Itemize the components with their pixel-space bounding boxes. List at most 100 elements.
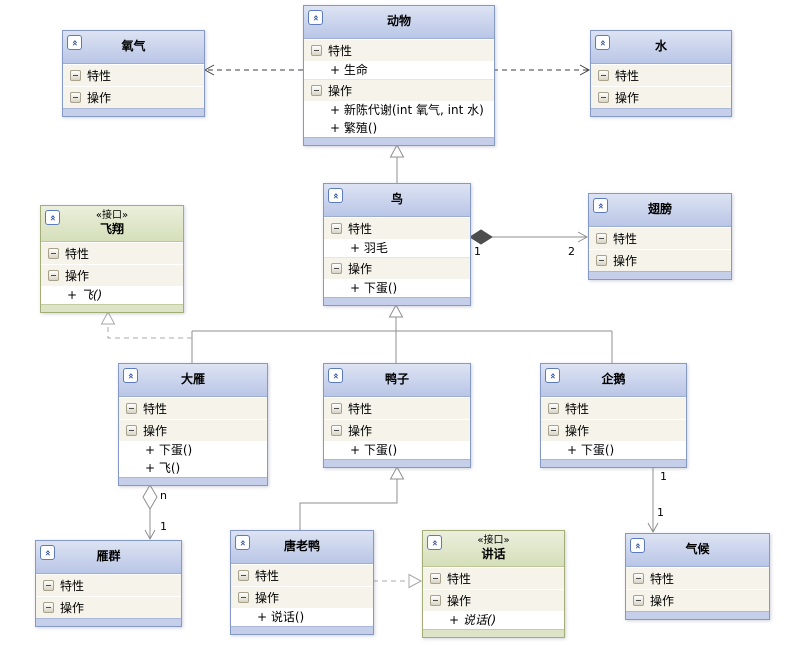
class-header[interactable]: ««接口»讲话 — [423, 531, 564, 567]
class-node-goose-flock[interactable]: «雁群特性操作 — [35, 540, 182, 627]
section-row[interactable]: 操作 — [304, 79, 494, 101]
minus-box-icon[interactable] — [331, 425, 342, 436]
minus-box-icon[interactable] — [596, 255, 607, 266]
minus-box-icon[interactable] — [430, 573, 441, 584]
member-row[interactable]: + 下蛋() — [541, 441, 686, 459]
connector-generalization-donald-duck-duck[interactable] — [299, 465, 405, 530]
class-header[interactable]: «水 — [591, 31, 731, 64]
section-row[interactable]: 操作 — [591, 86, 731, 108]
member-row[interactable]: + 生命 — [304, 61, 494, 79]
chevron-double-up-icon[interactable]: « — [593, 198, 608, 213]
chevron-double-up-icon[interactable]: « — [328, 368, 343, 383]
section-row[interactable]: 特性 — [591, 64, 731, 86]
section-row[interactable]: 操作 — [324, 257, 470, 279]
minus-box-icon[interactable] — [331, 223, 342, 234]
connector-aggregation-wild-goose-goose-flock[interactable] — [142, 484, 158, 541]
section-row[interactable]: 操作 — [324, 419, 470, 441]
class-header[interactable]: ««接口»飞翔 — [41, 206, 183, 242]
connector-association-penguin-climate[interactable] — [647, 467, 659, 534]
class-header[interactable]: «企鹅 — [541, 364, 686, 397]
minus-box-icon[interactable] — [548, 403, 559, 414]
chevron-double-up-icon[interactable]: « — [45, 210, 60, 225]
class-node-water[interactable]: «水特性操作 — [590, 30, 732, 117]
connector-realization-donald-duck-talk[interactable] — [373, 573, 423, 589]
member-row[interactable]: + 羽毛 — [324, 239, 470, 257]
member-row[interactable]: + 下蛋() — [119, 441, 267, 459]
section-row[interactable]: 操作 — [541, 419, 686, 441]
section-row[interactable]: 特性 — [541, 397, 686, 419]
section-row[interactable]: 操作 — [36, 596, 181, 618]
minus-box-icon[interactable] — [548, 425, 559, 436]
section-row[interactable]: 特性 — [41, 242, 183, 264]
minus-box-icon[interactable] — [633, 573, 644, 584]
section-row[interactable]: 操作 — [41, 264, 183, 286]
section-row[interactable]: 操作 — [589, 249, 731, 271]
minus-box-icon[interactable] — [331, 403, 342, 414]
section-row[interactable]: 特性 — [589, 227, 731, 249]
section-row[interactable]: 特性 — [119, 397, 267, 419]
class-header[interactable]: «唐老鸭 — [231, 531, 373, 564]
section-row[interactable]: 操作 — [231, 586, 373, 608]
minus-box-icon[interactable] — [43, 580, 54, 591]
class-header[interactable]: «大雁 — [119, 364, 267, 397]
minus-box-icon[interactable] — [311, 45, 322, 56]
minus-box-icon[interactable] — [126, 425, 137, 436]
minus-box-icon[interactable] — [238, 592, 249, 603]
chevron-double-up-icon[interactable]: « — [328, 188, 343, 203]
connector-generalization-bird-animal[interactable] — [389, 143, 405, 183]
member-row[interactable]: + 飞() — [41, 286, 183, 304]
connector-realization-wild-goose-fly[interactable] — [100, 310, 193, 339]
class-header[interactable]: «氧气 — [63, 31, 204, 64]
minus-box-icon[interactable] — [598, 92, 609, 103]
connector-generalization-birds-apex[interactable] — [388, 303, 404, 331]
section-row[interactable]: 操作 — [119, 419, 267, 441]
class-header[interactable]: «动物 — [304, 6, 494, 39]
chevron-double-up-icon[interactable]: « — [40, 545, 55, 560]
chevron-double-up-icon[interactable]: « — [308, 10, 323, 25]
minus-box-icon[interactable] — [430, 595, 441, 606]
member-row[interactable]: + 下蛋() — [324, 441, 470, 459]
section-row[interactable]: 特性 — [423, 567, 564, 589]
class-node-animal[interactable]: «动物特性+ 生命操作+ 新陈代谢(int 氧气, int 水)+ 繁殖() — [303, 5, 495, 146]
chevron-double-up-icon[interactable]: « — [630, 538, 645, 553]
chevron-double-up-icon[interactable]: « — [235, 535, 250, 550]
member-row[interactable]: + 说话() — [231, 608, 373, 626]
section-row[interactable]: 特性 — [324, 217, 470, 239]
connector-line[interactable] — [107, 312, 192, 339]
member-row[interactable]: + 下蛋() — [324, 279, 470, 297]
member-row[interactable]: + 说话() — [423, 611, 564, 629]
section-row[interactable]: 特性 — [626, 567, 769, 589]
minus-box-icon[interactable] — [311, 85, 322, 96]
class-node-donald-duck[interactable]: «唐老鸭特性操作+ 说话() — [230, 530, 374, 635]
minus-box-icon[interactable] — [48, 270, 59, 281]
member-row[interactable]: + 新陈代谢(int 氧气, int 水) — [304, 101, 494, 119]
connector-dependency-animal-oxygen[interactable] — [203, 64, 303, 76]
class-node-wings[interactable]: «翅膀特性操作 — [588, 193, 732, 280]
section-row[interactable]: 操作 — [423, 589, 564, 611]
minus-box-icon[interactable] — [126, 403, 137, 414]
chevron-double-up-icon[interactable]: « — [67, 35, 82, 50]
section-row[interactable]: 操作 — [63, 86, 204, 108]
minus-box-icon[interactable] — [70, 92, 81, 103]
class-header[interactable]: «鸭子 — [324, 364, 470, 397]
connector-dependency-animal-water[interactable] — [493, 64, 591, 76]
class-header[interactable]: «气候 — [626, 534, 769, 567]
class-header[interactable]: «翅膀 — [589, 194, 731, 227]
chevron-double-up-icon[interactable]: « — [427, 535, 442, 550]
class-node-wild-goose[interactable]: «大雁特性操作+ 下蛋()+ 飞() — [118, 363, 268, 486]
class-node-climate[interactable]: «气候特性操作 — [625, 533, 770, 620]
chevron-double-up-icon[interactable]: « — [123, 368, 138, 383]
connector-line[interactable] — [299, 467, 398, 530]
section-row[interactable]: 特性 — [231, 564, 373, 586]
chevron-double-up-icon[interactable]: « — [595, 35, 610, 50]
minus-box-icon[interactable] — [238, 570, 249, 581]
member-row[interactable]: + 飞() — [119, 459, 267, 477]
class-node-oxygen[interactable]: «氧气特性操作 — [62, 30, 205, 117]
chevron-double-up-icon[interactable]: « — [545, 368, 560, 383]
class-node-bird[interactable]: «鸟特性+ 羽毛操作+ 下蛋() — [323, 183, 471, 306]
minus-box-icon[interactable] — [48, 248, 59, 259]
class-node-fly-interface[interactable]: ««接口»飞翔特性操作+ 飞() — [40, 205, 184, 313]
class-node-penguin[interactable]: «企鹅特性操作+ 下蛋() — [540, 363, 687, 468]
class-header[interactable]: «鸟 — [324, 184, 470, 217]
section-row[interactable]: 特性 — [324, 397, 470, 419]
